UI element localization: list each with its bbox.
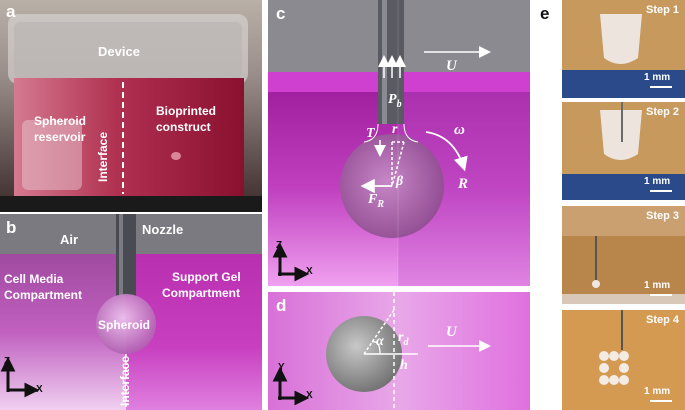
panel-a-label: a (6, 2, 16, 21)
omega-label: ω (454, 122, 465, 138)
panel-b-interface-label: Interface (118, 355, 132, 406)
panel-b-axes (0, 356, 40, 398)
step-2-panel: Step 2 1 mm (562, 102, 685, 200)
panel-b-axis-z: Z (4, 356, 11, 367)
omega-arrow (425, 131, 468, 172)
rd-label: rd (398, 330, 408, 348)
panel-d-axes (272, 366, 310, 406)
beta-label: β (396, 174, 404, 189)
bioprinted-label-1: Bioprinted (156, 104, 216, 118)
step-3-photo (562, 206, 685, 304)
support-gel-label-1: Support Gel (172, 270, 241, 284)
step-4-panel: Step 4 1 mm (562, 310, 685, 410)
tension-label: T (366, 126, 375, 141)
panel-d-axis-x: X (306, 390, 313, 401)
printed-spheroids (599, 351, 629, 385)
velocity-label: U (446, 58, 457, 74)
support-gel-label-2: Compartment (162, 286, 241, 300)
panel-c-axis-z: Z (276, 240, 283, 251)
spheroid-reservoir-label-1: Spheroid (34, 114, 87, 128)
step-2-photo (562, 102, 685, 200)
panel-d-axis-y: Y (278, 362, 285, 373)
panel-b: b Air Nozzle Cell Media Compartment Supp… (0, 214, 262, 410)
pressure-label: Pb (388, 92, 402, 110)
flow-arrows (378, 55, 406, 78)
step-4-scale: 1 mm (644, 386, 671, 397)
panel-c-label: c (276, 4, 286, 23)
air-label: Air (60, 232, 79, 247)
step-2-scale: 1 mm (644, 176, 671, 187)
step-2-title: Step 2 (645, 106, 679, 118)
radius-big-label: R (458, 176, 469, 192)
nozzle-label: Nozzle (142, 222, 184, 237)
panel-c-axes (272, 242, 310, 282)
force-subscript: R (377, 198, 385, 210)
pressure-symbol: P (388, 92, 397, 107)
step-2-scalebar (650, 190, 672, 192)
panel-a: a Device Spheroid reservoir Interface Bi… (0, 0, 262, 212)
step-4-photo (562, 310, 685, 410)
device-label: Device (98, 44, 140, 59)
reservoir-well (22, 120, 82, 190)
bioprinted-label-2: construct (156, 120, 211, 134)
step-3-scalebar (650, 294, 672, 296)
step-3-scale: 1 mm (644, 280, 671, 291)
alpha-label: α (376, 334, 384, 349)
panel-b-label: b (6, 218, 17, 237)
interface-label: Interface (96, 131, 110, 182)
panel-a-photo (0, 0, 262, 212)
panel-d-render (268, 292, 530, 410)
spheroid-label: Spheroid (98, 318, 151, 332)
force-label: FR (368, 192, 384, 210)
step-1-panel: Step 1 1 mm (562, 0, 685, 98)
panel-c: c U Pb T r ω β R FR Z X (268, 0, 530, 286)
step-4-scalebar (650, 400, 672, 402)
panel-e-label: e (540, 4, 550, 23)
h-label: h (400, 358, 408, 373)
radius-small-label: r (392, 122, 398, 137)
step-4-title: Step 4 (645, 314, 679, 326)
step-3-panel: Step 3 1 mm (562, 206, 685, 304)
panel-d-label: d (276, 296, 287, 315)
cell-media-label-1: Cell Media (4, 272, 64, 286)
step-1-photo (562, 0, 685, 98)
panel-d-velocity-label: U (446, 324, 457, 340)
step-1-title: Step 1 (645, 4, 679, 16)
spheroid-shape (96, 294, 156, 354)
spheroid-reservoir-label-2: reservoir (34, 130, 86, 144)
step-3-title: Step 3 (645, 210, 679, 222)
panel-c-axis-x: X (306, 266, 313, 277)
panel-b-axis-x: X (36, 384, 43, 395)
panel-b-render (0, 214, 262, 410)
step-1-scale: 1 mm (644, 72, 671, 83)
panel-d: d α rd h U Y X (268, 292, 530, 410)
step-1-scalebar (650, 86, 672, 88)
force-symbol: F (368, 192, 378, 207)
rd-symbol: r (398, 330, 404, 345)
cell-media-label-2: Compartment (4, 288, 83, 302)
panel-c-render (268, 0, 530, 286)
pressure-subscript: b (396, 98, 402, 110)
rd-subscript: d (403, 336, 409, 348)
